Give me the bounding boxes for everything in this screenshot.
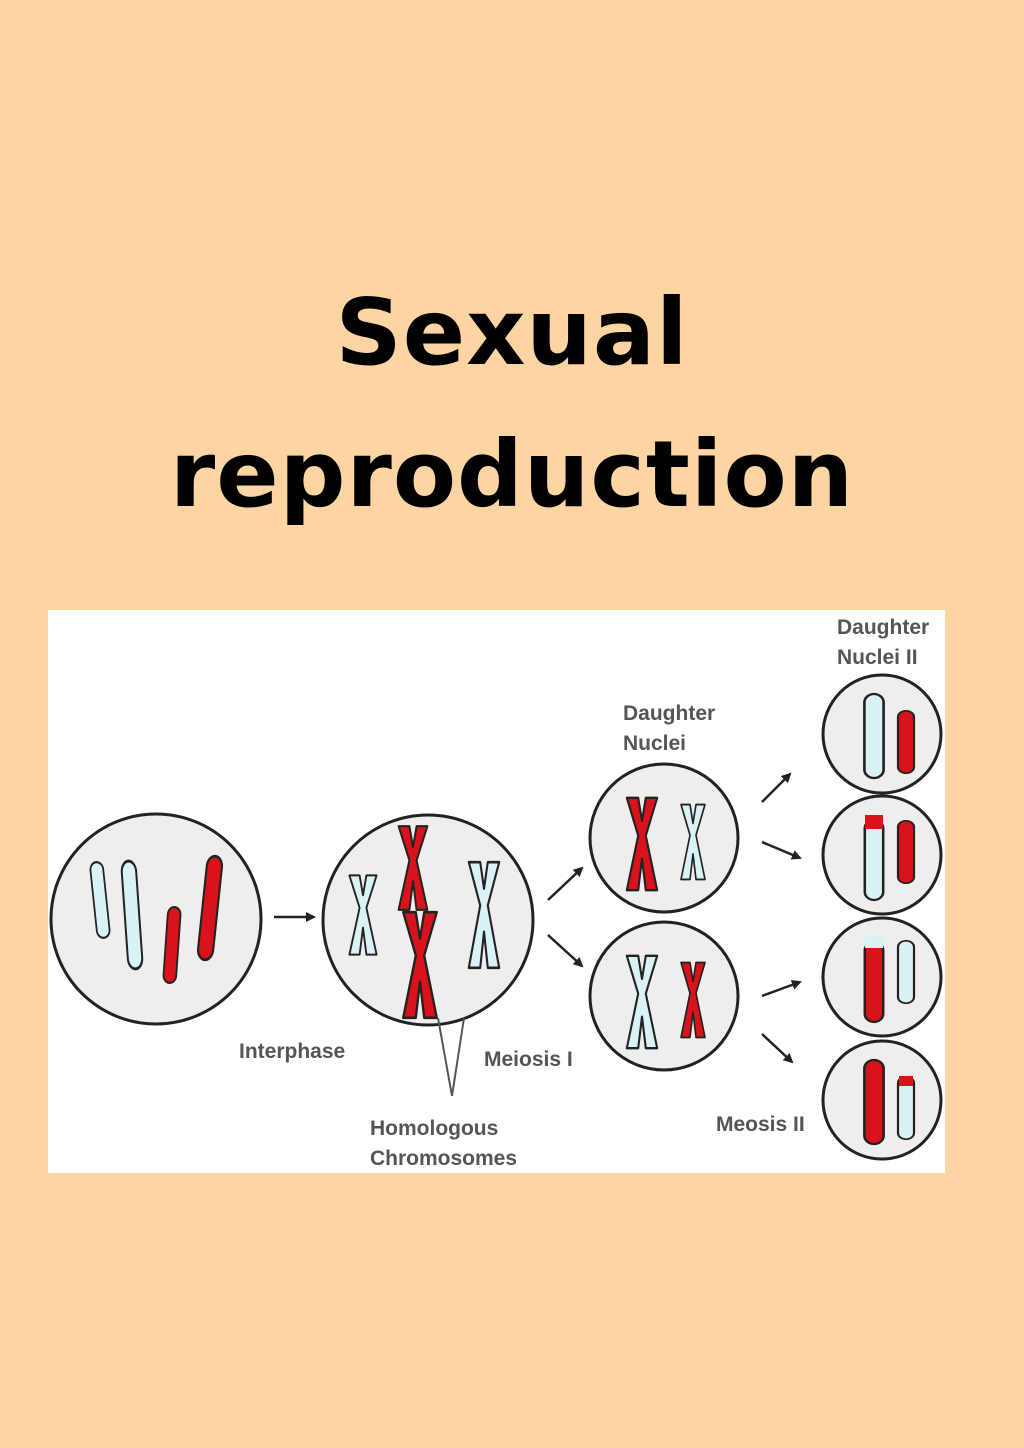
chromosome-red (863, 1058, 885, 1146)
daughter-nucleus-1 (588, 762, 740, 914)
label-meiosis-2: Meosis II (716, 1113, 805, 1136)
title-line-2: reproduction (169, 421, 855, 528)
interphase-cell (49, 812, 263, 1026)
chromosome-red-tip (899, 1076, 913, 1086)
homologous-pointer-line (451, 1017, 465, 1097)
meiosis-diagram-svg: Interphase Meiosis I Homologous Chromoso… (49, 616, 943, 1170)
arrow-to-nuclei2-c (761, 980, 802, 998)
chromosome-red (896, 819, 916, 885)
chromosome-blue-tip (865, 936, 883, 948)
label-daughter-nuclei-2: Nuclei (623, 732, 686, 755)
daughter-nucleus-ii-4 (821, 1039, 943, 1161)
label-daughter-nuclei-ii-1: Daughter (837, 616, 929, 639)
daughter-nucleus-ii-1 (821, 673, 943, 795)
label-interphase: Interphase (239, 1040, 345, 1063)
label-daughter-nuclei-ii-2: Nuclei II (837, 646, 918, 669)
daughter-nucleus-2 (588, 920, 740, 1072)
chromosome-blue (896, 939, 916, 1005)
arrow-to-nuclei2-a (761, 772, 792, 803)
label-daughter-nuclei-1: Daughter (623, 702, 715, 725)
page-title: Sexual reproduction (0, 262, 1024, 546)
meiosis-1-cell (321, 813, 535, 1027)
chromosome-red (863, 940, 885, 1024)
title-line-1: Sexual (335, 279, 689, 386)
chromosome-blue (863, 818, 885, 902)
chromosome-red-tip (865, 815, 883, 829)
arrow-to-daughter-top (547, 866, 584, 901)
daughter-nucleus-ii-2 (821, 794, 943, 916)
chromosome-red (896, 709, 916, 775)
homologous-pointer-line (437, 1017, 453, 1097)
label-homologous-1: Homologous (370, 1117, 498, 1140)
arrow-to-nuclei2-d (761, 1033, 794, 1064)
arrow-to-daughter-bottom (547, 934, 584, 968)
label-meiosis-1: Meiosis I (484, 1048, 573, 1071)
arrow-to-nuclei2-b (761, 840, 802, 860)
daughter-nucleus-ii-3 (821, 916, 943, 1038)
chromosome-blue (863, 692, 885, 780)
chromosome-blue (896, 1075, 916, 1141)
label-homologous-2: Chromosomes (370, 1147, 517, 1170)
meiosis-diagram: Interphase Meiosis I Homologous Chromoso… (48, 610, 945, 1173)
